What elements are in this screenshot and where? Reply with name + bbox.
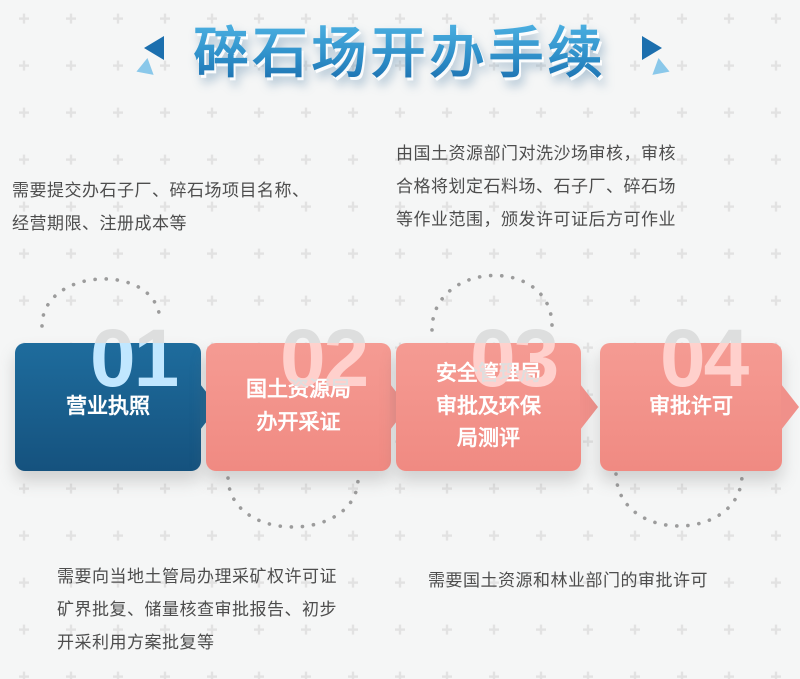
title-left-decoration-icon (133, 36, 180, 84)
note-bottom-right: 需要国土资源和林业部门的审批许可 (428, 571, 708, 590)
note-top-left: 需要提交办石子厂、碎石场项目名称、 经营期限、注册成本等 (12, 181, 310, 234)
step-label: 审批许可 (649, 394, 733, 418)
triangle-dark-icon (642, 36, 662, 60)
title-bar: 碎石场开办手续 (0, 22, 800, 85)
triangle-dark-icon (144, 36, 164, 60)
note-bottom-left: 需要向当地土管局办理采矿权许可证 矿界批复、储量核查审批报告、初步 开采利用方案… (57, 567, 337, 653)
page-title: 碎石场开办手续 (193, 22, 607, 84)
step-label: 国土资源局 办开采证 (246, 378, 351, 434)
note-top-right: 由国土资源部门对洗沙场审核，审核 合格将划定石料场、石子厂、碎石场 等作业范围，… (396, 144, 676, 230)
step-label: 营业执照 (66, 394, 150, 418)
triangle-light-icon (652, 57, 673, 81)
step-box-safety-environment: 安全管理局 审批及环保 局测评 (396, 343, 581, 471)
step-box-mining-permit: 国土资源局 办开采证 (206, 343, 391, 471)
step-box-business-license: 营业执照 (15, 343, 201, 471)
step-label: 安全管理局 审批及环保 局测评 (436, 362, 541, 451)
step-box-approval: 审批许可 (600, 343, 782, 471)
title-right-decoration-icon (626, 36, 673, 84)
